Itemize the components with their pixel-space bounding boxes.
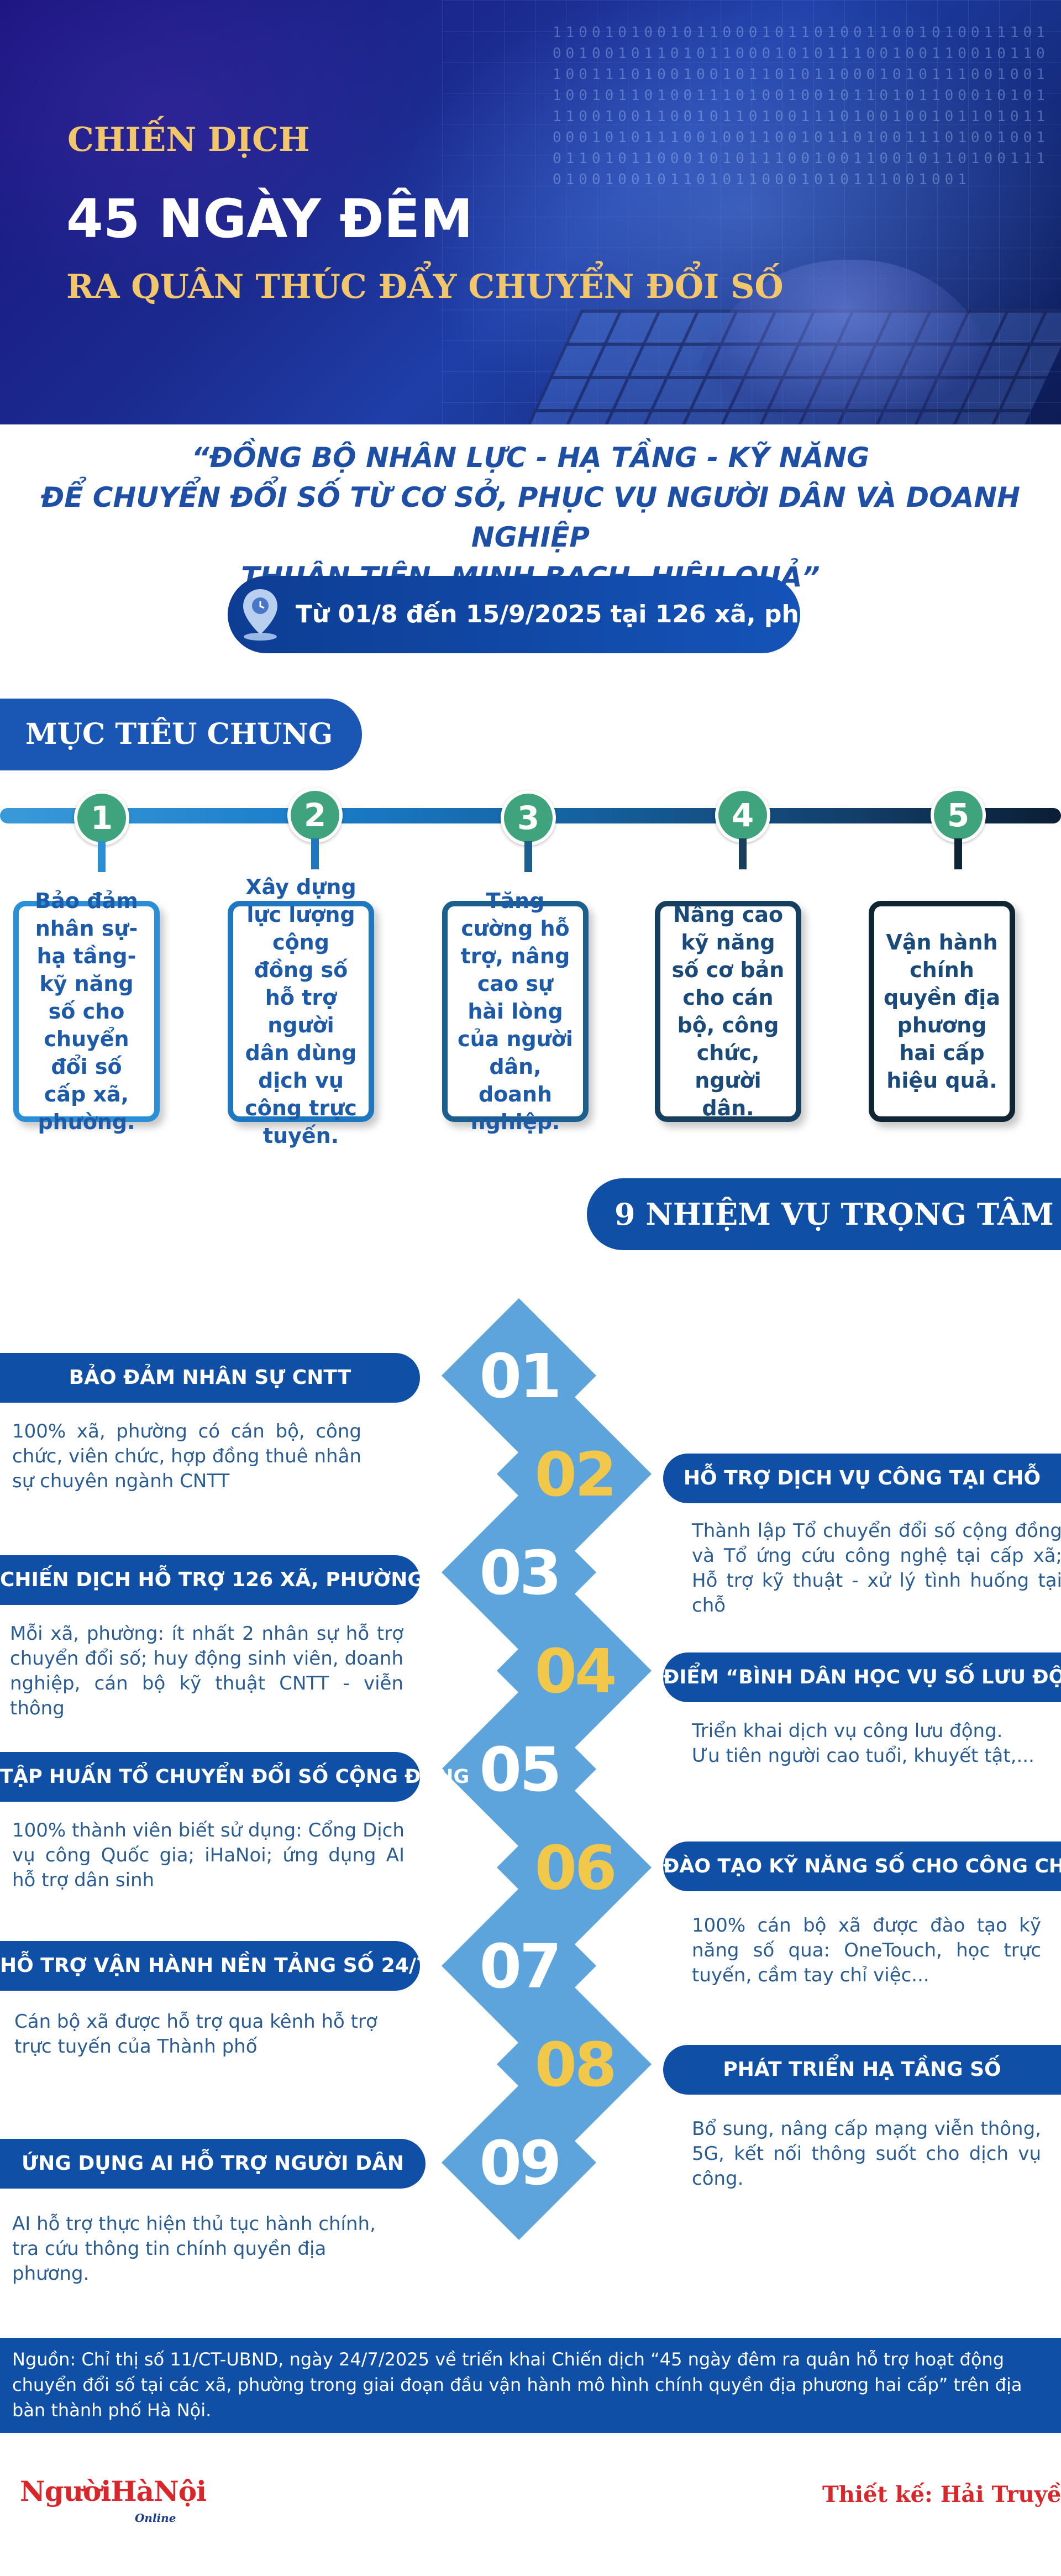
hero-title: 45 NGÀY ĐÊM	[66, 188, 473, 250]
task-desc-09: AI hỗ trợ thực hiện thủ tục hành chính, …	[12, 2213, 376, 2285]
hero-banner: 1100101001011000101101001100101001110100…	[0, 0, 1061, 424]
task-number-06: 06	[534, 1833, 617, 1903]
task-number-08: 08	[534, 2029, 617, 2100]
task-diamond-01: 01	[441, 1298, 597, 1454]
nguoi-ha-noi-logo: NgườiHàNội	[20, 2475, 207, 2507]
task-title-01: BẢO ĐẢM NHÂN SỰ CNTT	[0, 1353, 420, 1403]
task-diamond-06: 06	[496, 1790, 652, 1945]
hero-campaign-label: CHIẾN DỊCH	[67, 120, 310, 159]
binary-digits-decoration: 1100101001011000101101001100101001110100…	[553, 24, 1049, 188]
task-desc-04: Triển khai dịch vụ công lưu động. Ưu tiê…	[692, 1719, 1057, 1769]
goal-number-4: 4	[715, 788, 770, 843]
task-desc-03: Mỗi xã, phường: ít nhất 2 nhân sự hỗ trợ…	[10, 1623, 403, 1719]
task-diamond-02: 02	[496, 1396, 652, 1552]
goal-card-5: Vận hành chính quyền địa phương hai cấp …	[869, 901, 1015, 1122]
logo-online-label: Online	[135, 2511, 176, 2525]
task-desc-01: 100% xã, phường có cán bộ, công chức, vi…	[12, 1420, 361, 1492]
task-number-02: 02	[534, 1439, 617, 1510]
task-desc-04-line-1: Triển khai dịch vụ công lưu động.	[692, 1720, 1003, 1742]
task-number-09: 09	[479, 2128, 561, 2199]
slogan-quote: “ĐỒNG BỘ NHÂN LỰC - HẠ TẦNG - KỸ NĂNG ĐỂ…	[33, 438, 1028, 597]
task-title-08: PHÁT TRIỂN HẠ TẦNG SỐ	[663, 2045, 1061, 2095]
goal-card-1: Bảo đảm nhân sự-hạ tầng-kỹ năng số cho c…	[13, 889, 160, 1134]
task-number-04: 04	[534, 1636, 617, 1707]
task-desc-02: Thành lập Tổ chuyển đổi số cộng đồng và …	[692, 1520, 1061, 1617]
task-diamond-08: 08	[496, 1986, 652, 2142]
task-desc-07: Cán bộ xã được hỗ trợ qua kênh hỗ trợ tr…	[14, 2011, 377, 2058]
goal-number-3: 3	[501, 790, 556, 846]
goals-heading-banner	[0, 699, 362, 770]
tasks-heading-banner	[587, 1178, 1061, 1250]
task-title-04: ĐIỂM “BÌNH DÂN HỌC VỤ SỐ LƯU ĐỘNG	[663, 1652, 1061, 1702]
task-number-07: 07	[479, 1931, 561, 2002]
task-number-03: 03	[479, 1538, 561, 1608]
task-desc-08: Bổ sung, nâng cấp mạng viễn thông, 5G, k…	[692, 2118, 1041, 2190]
task-diamond-04: 04	[496, 1593, 652, 1749]
slogan-line-1: “ĐỒNG BỘ NHÂN LỰC - HẠ TẦNG - KỸ NĂNG	[191, 442, 870, 474]
task-title-03: CHIẾN DỊCH HỖ TRỢ 126 XÃ, PHƯỜNG	[0, 1555, 424, 1605]
task-number-05: 05	[479, 1734, 561, 1805]
location-pin-icon	[243, 589, 277, 641]
task-diamond-03: 03	[441, 1494, 597, 1650]
task-title-05: TẬP HUẤN TỔ CHUYỂN ĐỔI SỐ CỘNG ĐỒNG	[0, 1752, 469, 1802]
goal-connector-3	[524, 841, 532, 872]
goal-connector-5	[954, 838, 962, 869]
source-note: Nguồn: Chỉ thị số 11/CT-UBND, ngày 24/7/…	[0, 2338, 1061, 2433]
task-diamond-09: 09	[441, 2085, 597, 2241]
schedule-pill	[228, 576, 800, 653]
goal-number-1: 1	[74, 790, 129, 846]
slogan-line-2: ĐỂ CHUYỂN ĐỔI SỐ TỪ CƠ SỞ, PHỤC VỤ NGƯỜI…	[40, 481, 1021, 553]
goal-card-4: Nâng cao kỹ năng số cơ bản cho cán bộ, c…	[655, 901, 801, 1122]
hero-subtitle: RA QUÂN THÚC ĐẨY CHUYỂN ĐỔI SỐ	[66, 267, 784, 306]
goal-number-5: 5	[931, 788, 986, 843]
task-desc-05: 100% thành viên biết sử dụng: Cổng Dịch …	[12, 1819, 405, 1891]
schedule-text: Từ 01/8 đến 15/9/2025 tại 126 xã, phường	[296, 600, 868, 628]
goals-heading: MỤC TIÊU CHUNG	[25, 717, 333, 751]
goal-number-2: 2	[287, 788, 343, 843]
tasks-heading: 9 NHIỆM VỤ TRỌNG TÂM	[614, 1197, 1054, 1232]
task-title-07: HỖ TRỢ VẬN HÀNH NỀN TẢNG SỐ 24/7	[0, 1941, 430, 1991]
goal-card-2: Xây dựng lực lượng cộng đồng số hỗ trợ n…	[228, 875, 374, 1148]
design-credit: Thiết kế: Hải Truyền	[822, 2481, 1061, 2507]
goal-connector-2	[311, 838, 319, 869]
task-title-09: ỨNG DỤNG AI HỖ TRỢ NGƯỜI DÂN	[0, 2139, 426, 2189]
goal-connector-1	[98, 841, 106, 872]
task-desc-06: 100% cán bộ xã được đào tạo kỹ năng số q…	[692, 1914, 1041, 1986]
task-diamond-07: 07	[441, 1888, 597, 2044]
task-title-06: ĐÀO TẠO KỸ NĂNG SỐ CHO CÔNG CHỨC	[663, 1842, 1061, 1891]
goal-connector-4	[739, 838, 747, 869]
goal-card-3: Tăng cường hỗ trợ, nâng cao sự hài lòng …	[442, 889, 589, 1134]
task-number-01: 01	[479, 1341, 561, 1412]
task-title-02: HỖ TRỢ DỊCH VỤ CÔNG TẠI CHỖ	[663, 1454, 1061, 1503]
task-desc-04-line-2: Ưu tiên người cao tuổi, khuyết tật,...	[692, 1745, 1034, 1767]
task-diamond-05: 05	[441, 1691, 597, 1847]
